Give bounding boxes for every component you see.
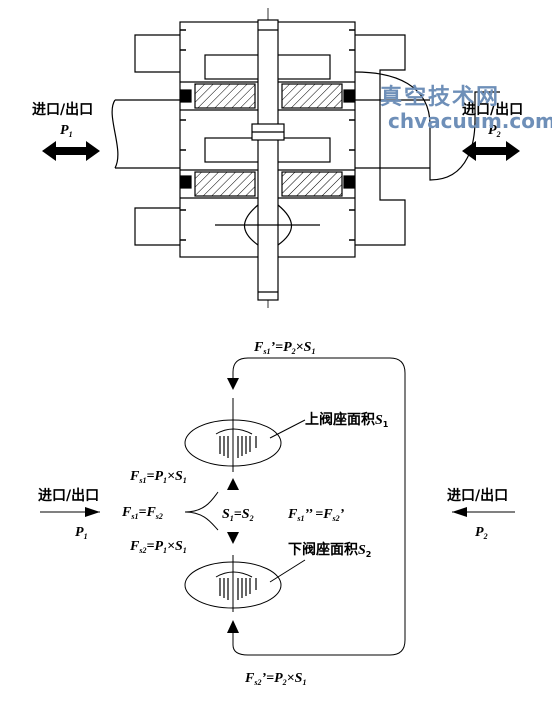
right-force-formula: Fs1’’ =Fs2’ <box>287 507 345 523</box>
left-port-double-arrow <box>42 141 100 161</box>
areas-equal-formula: S1=S2 <box>222 507 254 523</box>
bottom-left-port-label: 进口/出口 <box>38 487 99 504</box>
top-left-port-label: 进口/出口 <box>32 101 93 118</box>
top-right-port-label: 进口/出口 <box>462 101 523 118</box>
force-diagram <box>40 357 515 656</box>
fs2-left-formula: Fs2=P1×S1 <box>129 539 187 555</box>
watermark-url: chvacuum.com <box>388 109 552 133</box>
bottom-right-port-symbol: P2 <box>475 525 488 541</box>
right-port-double-arrow <box>462 141 520 161</box>
lower-seat-label: 下阀座面积S2 <box>288 541 371 559</box>
fs1-left-formula: Fs1=P1×S1 <box>129 469 187 485</box>
forces-equal-formula: Fs1=Fs2 <box>121 505 163 521</box>
force-arrows <box>85 378 467 633</box>
watermark-text: 真空技术网 <box>380 84 500 110</box>
top-right-port-symbol: P2 <box>488 123 501 139</box>
bottom-right-port-label: 进口/出口 <box>447 487 508 504</box>
fs1-top-formula: Fs1’=P2×S1 <box>253 340 315 356</box>
top-left-port-symbol: P1 <box>60 123 73 139</box>
fs2-bottom-formula: Fs2’=P2×S1 <box>244 671 306 687</box>
upper-seat-label: 上阀座面积S1 <box>305 411 389 429</box>
bottom-left-port-symbol: P1 <box>75 525 88 541</box>
valve-cross-section <box>111 8 500 310</box>
